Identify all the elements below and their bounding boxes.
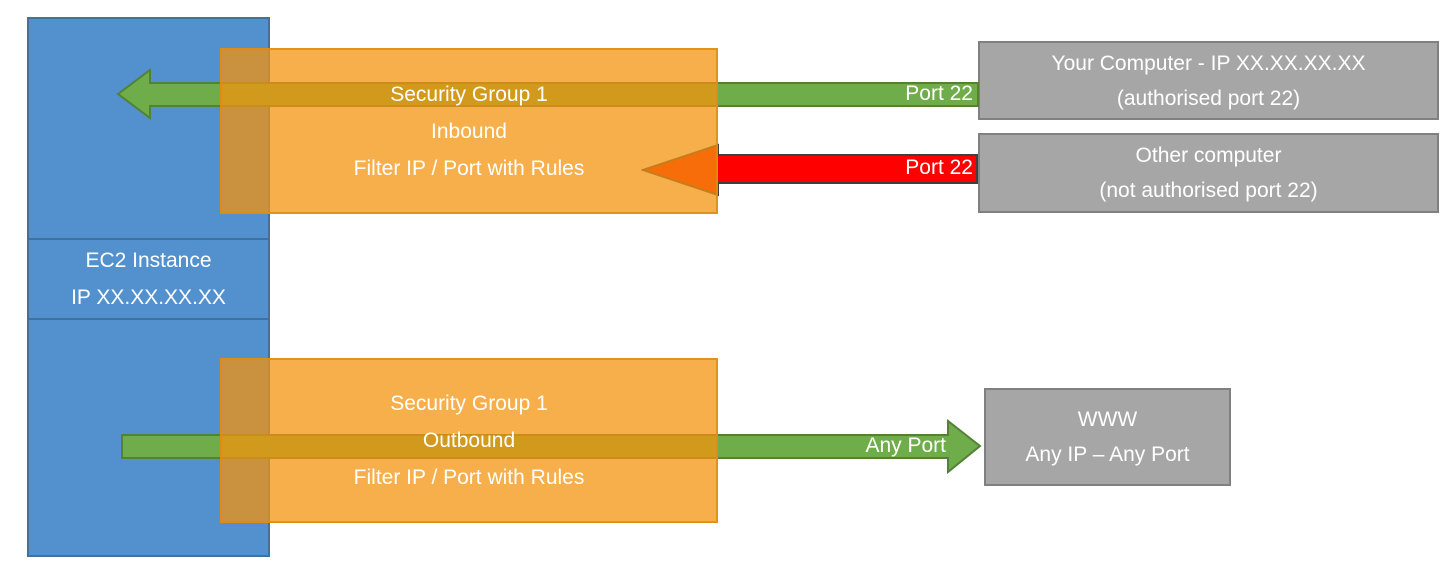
- your-computer-subtitle: (authorised port 22): [1116, 86, 1301, 110]
- www-box: WWW Any IP – Any Port: [984, 388, 1231, 486]
- other-computer-title: Other computer: [1135, 144, 1282, 167]
- ec2-instance-name: EC2 Instance: [85, 249, 212, 272]
- your-computer-title: Your Computer - IP XX.XX.XX.XX: [1051, 51, 1366, 75]
- security-group-outbound-box: [220, 358, 718, 523]
- security-group-inbound-label: Security Group 1 Inbound Filter IP / Por…: [220, 48, 718, 214]
- sg-outbound-title: Security Group 1: [390, 392, 548, 415]
- www-subtitle: Any IP – Any Port: [1025, 443, 1190, 466]
- inbound-blocked-port-label: Port 22: [905, 156, 973, 179]
- inbound-allowed-port-label: Port 22: [905, 82, 973, 105]
- other-computer-box: Other computer (not authorised port 22): [978, 133, 1439, 213]
- security-group-outbound-label: Security Group 1 Outbound Filter IP / Po…: [220, 358, 718, 523]
- other-computer-subtitle: (not authorised port 22): [1099, 179, 1318, 202]
- security-group-inbound-box: [220, 48, 718, 214]
- your-computer-box: Your Computer - IP XX.XX.XX.XX (authoris…: [978, 41, 1439, 120]
- sg-inbound-direction: Inbound: [431, 119, 507, 143]
- sg-inbound-description: Filter IP / Port with Rules: [353, 156, 585, 180]
- inbound-blocked-arrow-icon: [641, 143, 978, 197]
- www-title: WWW: [1077, 408, 1138, 431]
- ec2-instance-ip: IP XX.XX.XX.XX: [71, 286, 226, 309]
- sg-inbound-title: Security Group 1: [390, 82, 548, 106]
- sg-outbound-direction: Outbound: [422, 429, 516, 452]
- outbound-port-label: Any Port: [865, 434, 946, 457]
- sg-outbound-description: Filter IP / Port with Rules: [353, 466, 585, 489]
- ec2-instance-label-box: EC2 Instance IP XX.XX.XX.XX: [27, 238, 270, 320]
